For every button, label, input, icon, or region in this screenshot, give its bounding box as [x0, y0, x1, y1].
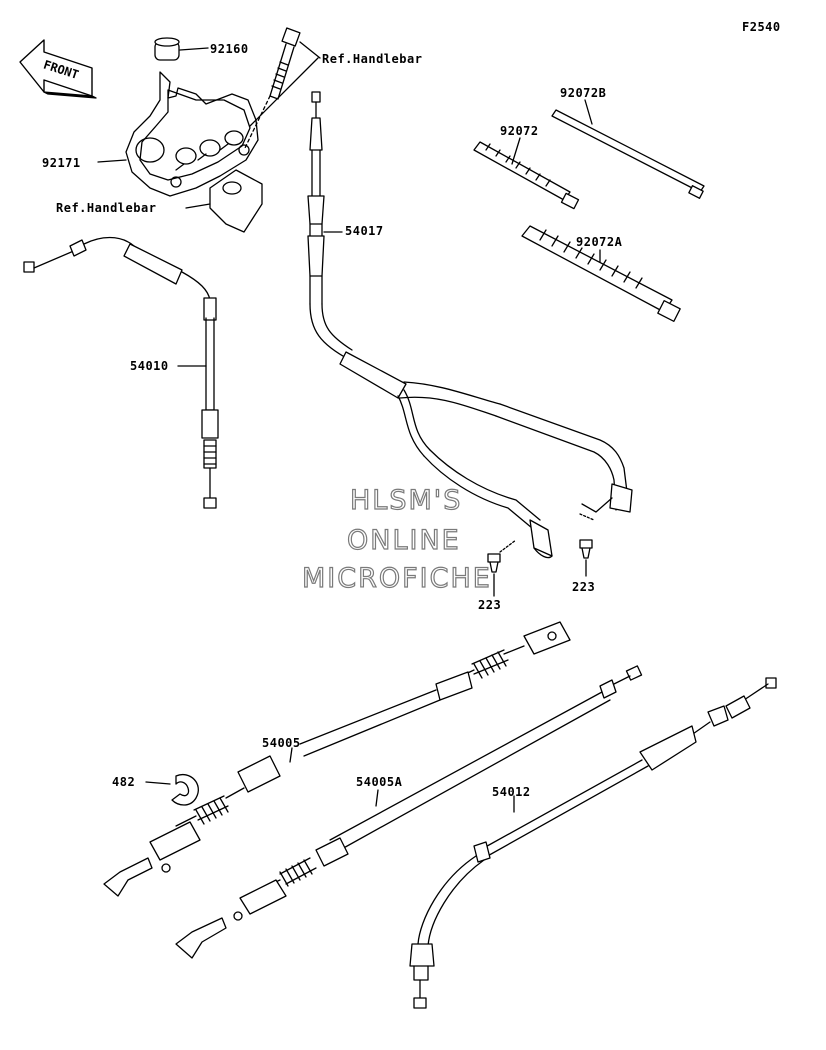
callout-54017[interactable]: 54017: [345, 224, 384, 238]
callout-54005[interactable]: 54005: [262, 736, 301, 750]
cable-54012: [409, 677, 777, 1009]
cable-54010: [23, 236, 219, 509]
watermark-line-3: MICROFICHE: [301, 563, 492, 594]
cable-tie-92072a: [521, 225, 681, 322]
cable-54005a: [175, 665, 643, 959]
callout-482[interactable]: 482: [112, 775, 136, 789]
handlebar-clamp: [185, 169, 263, 233]
clip-482: [145, 773, 199, 806]
watermark-line-1: HLSM'S: [349, 485, 463, 516]
callout-92171[interactable]: 92171: [42, 156, 81, 170]
front-arrow-icon: FRONT: [19, 39, 97, 99]
callout-54010[interactable]: 54010: [130, 359, 169, 373]
callout-ref-handlebar-left[interactable]: Ref.Handlebar: [56, 201, 157, 215]
clamp-223-center: [487, 539, 517, 597]
callout-223-right[interactable]: 223: [572, 580, 596, 594]
collar-92160: [154, 37, 209, 61]
callout-92072a[interactable]: 92072A: [576, 235, 623, 249]
cable-54005: [103, 621, 571, 897]
callout-92160[interactable]: 92160: [210, 42, 249, 56]
callout-ref-handlebar-top[interactable]: Ref.Handlebar: [322, 52, 423, 66]
handlebar-bolt: [243, 27, 321, 151]
callout-92072b[interactable]: 92072B: [560, 86, 607, 100]
callout-92072[interactable]: 92072: [500, 124, 539, 138]
callout-54012[interactable]: 54012: [492, 785, 531, 799]
callout-54005a[interactable]: 54005A: [356, 775, 403, 789]
cable-tie-92072: [473, 137, 580, 210]
watermark-line-2: ONLINE: [346, 525, 461, 556]
clamp-223-right: [579, 497, 613, 577]
diagram-code: F2540: [742, 20, 781, 34]
callout-223-center[interactable]: 223: [478, 598, 502, 612]
holder-92171: [97, 71, 259, 197]
cable-54017: [307, 91, 633, 559]
cable-tie-92072b: [551, 99, 705, 199]
